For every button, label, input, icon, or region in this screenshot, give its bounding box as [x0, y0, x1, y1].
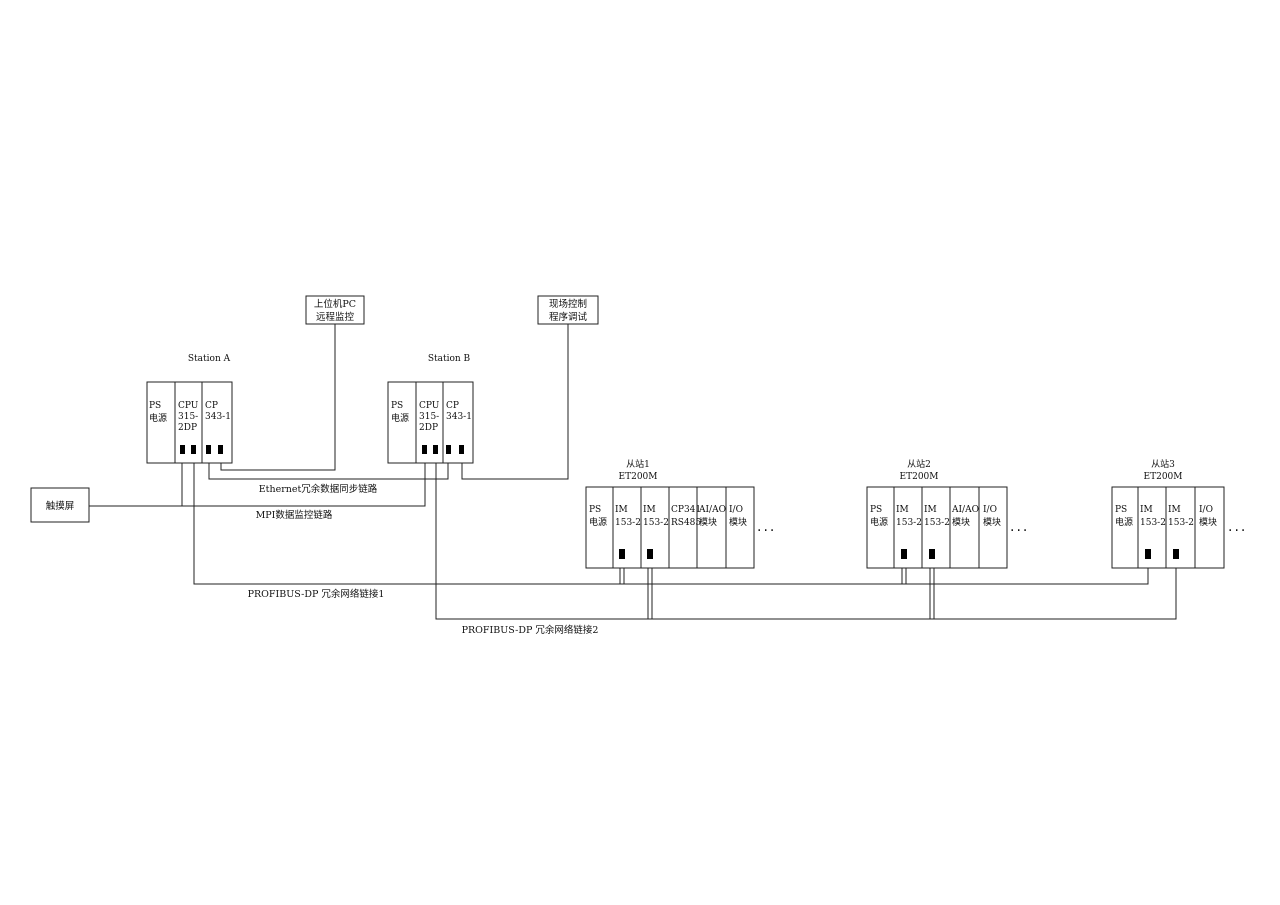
slave-3-ps-l2: 电源: [1115, 516, 1133, 528]
line-dp2: [435, 452, 1177, 620]
slave-3-port-dp2: [1173, 549, 1179, 559]
slave-2-im2-l1: IM: [924, 505, 937, 515]
station-b: Station B PS 电源 CPU 315- 2DP CP 343-1: [387, 354, 474, 464]
slave-2-subtitle: ET200M: [900, 472, 939, 482]
pc-box: 上位机PC 远程监控: [305, 295, 365, 325]
slave-1-io-l1: I/O: [729, 505, 743, 515]
station-a-title: Station A: [188, 354, 231, 364]
station-a-port-eth1: [206, 445, 211, 454]
slave-3-im2-l1: IM: [1168, 505, 1181, 515]
slave-3-im2-l2: 153-2: [1168, 518, 1194, 528]
line-stationA-to-pc: [220, 323, 336, 471]
station-b-port-eth1: [446, 445, 451, 454]
touch-screen-box: 触摸屏: [30, 487, 90, 523]
station-a: Station A PS 电源 CPU 315- 2DP CP 343-1: [146, 354, 233, 464]
dp1-link-label: PROFIBUS-DP 冗余网络链接1: [248, 588, 385, 600]
slave-2-im1-l1: IM: [896, 505, 909, 515]
slave-2-ps-l1: PS: [870, 505, 882, 515]
touch-screen-label: 触摸屏: [46, 500, 75, 512]
slave-1-ellipsis: ...: [757, 519, 776, 535]
slave-2: 从站2 ET200M PS 电源 IM 153-2 IM 153-2 AI/AO…: [866, 458, 1029, 569]
ethernet-link-label: Ethernet冗余数据同步链路: [259, 483, 378, 495]
slave-3-ps-l1: PS: [1115, 505, 1127, 515]
station-a-port-eth2: [218, 445, 223, 454]
slave-1-im1-l2: 153-2: [615, 518, 641, 528]
slave-1-ai-l1: AI/AO: [698, 505, 726, 515]
station-a-port-mpi: [180, 445, 185, 454]
station-b-cpu-l2: 315-: [419, 412, 439, 422]
station-b-port-dp: [433, 445, 438, 454]
slave-3-ellipsis: ...: [1228, 519, 1247, 535]
slave-2-im1-l2: 153-2: [896, 518, 922, 528]
slave-3-io-l1: I/O: [1199, 505, 1213, 515]
station-a-cp-l2: 343-1: [205, 412, 231, 422]
station-b-cp-l1: CP: [446, 401, 459, 411]
slave-3-title: 从站3: [1151, 458, 1175, 470]
slave-1-subtitle: ET200M: [619, 472, 658, 482]
dp2-link-label: PROFIBUS-DP 冗余网络链接2: [462, 624, 599, 636]
pc-label-line1: 上位机PC: [314, 298, 356, 310]
station-b-port-eth2: [459, 445, 464, 454]
station-b-cpu-l1: CPU: [419, 401, 440, 411]
slave-1: 从站1 ET200M PS 电源 IM 153-2 IM 153-2 CP341…: [585, 458, 776, 569]
slave-2-im2-l2: 153-2: [924, 518, 950, 528]
line-ethernet-sync: [208, 452, 449, 480]
slave-2-io-l2: 模块: [983, 516, 1001, 528]
slave-1-im2-l1: IM: [643, 505, 656, 515]
station-a-cpu-l2: 315-: [178, 412, 198, 422]
mpi-link-label: MPI数据监控链路: [256, 509, 333, 521]
slave-1-ps-l1: PS: [589, 505, 601, 515]
slave-3-subtitle: ET200M: [1144, 472, 1183, 482]
station-a-cpu-l1: CPU: [178, 401, 199, 411]
connection-lines: [89, 323, 1177, 620]
station-b-ps-l2: 电源: [391, 412, 409, 424]
slave-1-port-dp1: [619, 549, 625, 559]
station-b-ps-l1: PS: [391, 401, 403, 411]
slave-2-title: 从站2: [907, 458, 931, 470]
slave-2-port-dp1: [901, 549, 907, 559]
slave-3-im1-l2: 153-2: [1140, 518, 1166, 528]
station-a-port-dp: [191, 445, 196, 454]
station-a-ps-l1: PS: [149, 401, 161, 411]
slave-3-io-l2: 模块: [1199, 516, 1217, 528]
line-mpi: [89, 452, 426, 507]
slave-3-port-dp1: [1145, 549, 1151, 559]
slave-1-im2-l2: 153-2: [643, 518, 669, 528]
line-stationB-to-field: [461, 323, 569, 480]
field-debug-box: 现场控制 程序调试: [537, 295, 599, 325]
slave-3: 从站3 ET200M PS 电源 IM 153-2 IM 153-2 I/O 模…: [1111, 458, 1247, 569]
slave-1-ps-l2: 电源: [589, 516, 607, 528]
slave-1-cp-l1: CP341: [671, 505, 701, 515]
field-label-line2: 程序调试: [549, 311, 588, 323]
station-b-title: Station B: [428, 354, 471, 364]
field-label-line1: 现场控制: [549, 298, 587, 310]
slave-1-io-l2: 模块: [729, 516, 747, 528]
slave-2-io-l1: I/O: [983, 505, 997, 515]
slave-1-port-dp2: [647, 549, 653, 559]
pc-label-line2: 远程监控: [316, 311, 355, 323]
station-b-cp-l2: 343-1: [446, 412, 472, 422]
station-a-ps-l2: 电源: [149, 412, 167, 424]
slave-1-ai-l2: 模块: [699, 516, 717, 528]
slave-2-ai-l2: 模块: [952, 516, 970, 528]
slave-2-ellipsis: ...: [1010, 519, 1029, 535]
slave-2-port-dp2: [929, 549, 935, 559]
station-b-port-mpi: [422, 445, 427, 454]
slave-1-im1-l1: IM: [615, 505, 628, 515]
slave-2-ai-l1: AI/AO: [951, 505, 979, 515]
station-a-cpu-l3: 2DP: [178, 423, 197, 433]
station-b-cpu-l3: 2DP: [419, 423, 438, 433]
station-a-cp-l1: CP: [205, 401, 218, 411]
slave-3-im1-l1: IM: [1140, 505, 1153, 515]
slave-1-title: 从站1: [626, 458, 650, 470]
slave-1-cp-l2: RS485: [671, 518, 701, 528]
line-dp1: [193, 452, 1149, 585]
slave-2-ps-l2: 电源: [870, 516, 888, 528]
